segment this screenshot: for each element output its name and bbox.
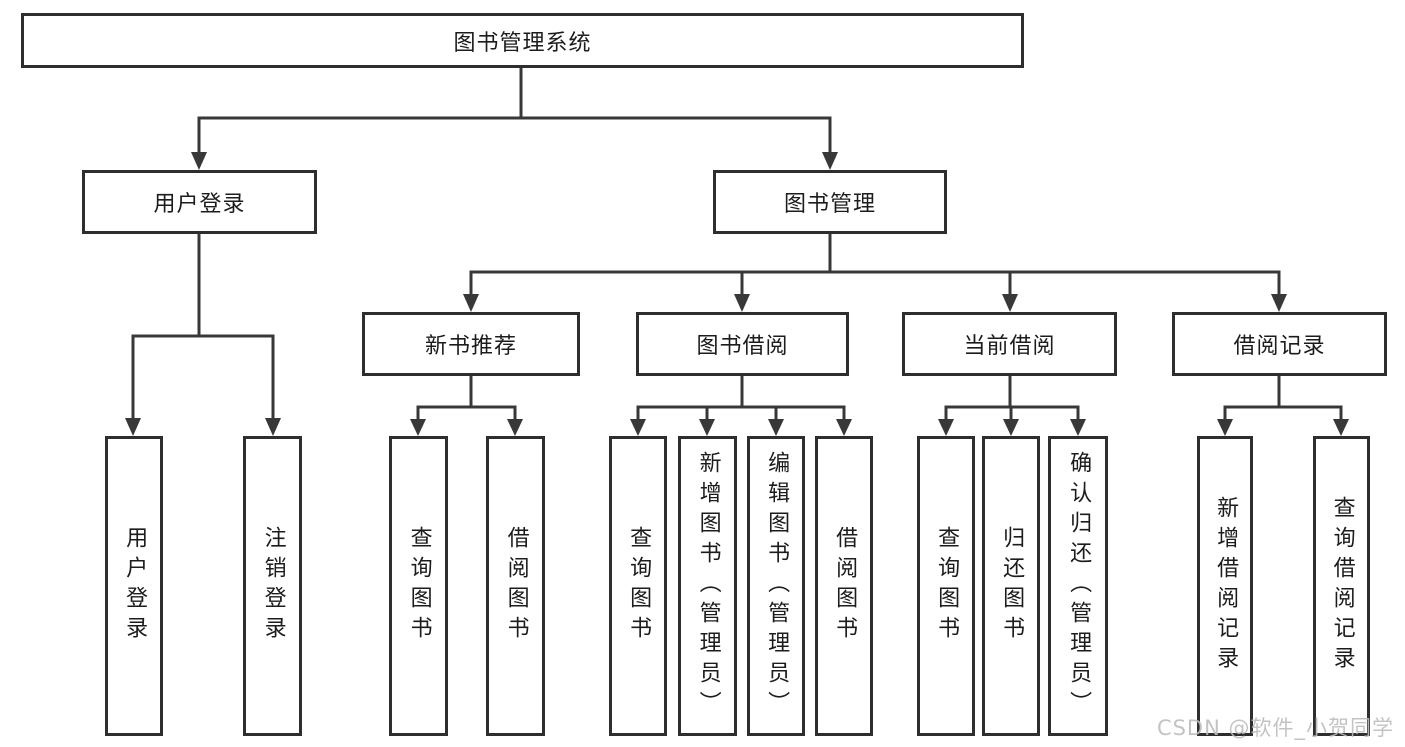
arrowhead — [1002, 294, 1018, 312]
node-br-query-record: 查询借阅记录 — [1313, 436, 1370, 736]
arrowhead — [507, 419, 523, 436]
arrowhead — [836, 419, 852, 436]
node-cb-query-books-label: 查询图书 — [934, 526, 960, 646]
arrowhead — [1217, 419, 1233, 436]
node-cb-query-books: 查询图书 — [917, 436, 975, 736]
node-bb-query-books-label: 查询图书 — [626, 526, 652, 646]
node-nbr-query-books: 查询图书 — [389, 436, 448, 736]
arrowhead — [1003, 419, 1019, 436]
node-nbr-query-books-label: 查询图书 — [406, 526, 432, 646]
node-borrowing-records: 借阅记录 — [1172, 312, 1387, 376]
node-cb-return-books-label: 归还图书 — [999, 526, 1025, 646]
connector-user-login-children — [131, 234, 275, 418]
arrowhead — [463, 294, 479, 312]
node-nbr-borrow-books: 借阅图书 — [486, 436, 545, 736]
node-current-borrowing-label: 当前借阅 — [963, 334, 1056, 359]
node-book-management: 图书管理 — [713, 170, 947, 234]
node-new-book-recommend: 新书推荐 — [362, 312, 580, 376]
arrowhead — [1271, 294, 1287, 312]
node-borrowing-records-label: 借阅记录 — [1233, 334, 1326, 359]
connector-book-management-children — [469, 234, 1281, 294]
node-cb-confirm-return-admin: 确认归还（管理员） — [1048, 436, 1108, 736]
node-logout-label: 注销登录 — [260, 526, 286, 646]
connector-borrowing-records-children — [1223, 376, 1343, 419]
arrowhead — [410, 419, 426, 436]
node-bb-borrow-books-label: 借阅图书 — [832, 526, 858, 646]
node-current-borrowing: 当前借阅 — [902, 312, 1117, 376]
arrowhead — [630, 419, 646, 436]
node-library-system: 图书管理系统 — [21, 13, 1024, 68]
connector-new-book-children — [416, 376, 517, 419]
arrowhead — [191, 152, 207, 170]
arrowhead — [734, 294, 750, 312]
node-br-add-record: 新增借阅记录 — [1197, 436, 1253, 736]
node-bb-edit-books-admin: 编辑图书（管理员） — [747, 436, 805, 736]
node-user-login: 用户登录 — [82, 170, 317, 234]
node-library-system-label: 图书管理系统 — [453, 30, 592, 56]
node-user-login-leaf-label: 用户登录 — [122, 526, 148, 646]
node-bb-add-books-admin: 新增图书（管理员） — [678, 436, 737, 736]
arrowhead — [1070, 419, 1086, 436]
arrowhead — [125, 418, 141, 436]
node-br-add-record-label: 新增借阅记录 — [1213, 496, 1239, 676]
node-bb-edit-books-admin-label: 编辑图书（管理员） — [764, 451, 790, 721]
arrowhead — [822, 152, 838, 170]
node-br-query-record-label: 查询借阅记录 — [1329, 496, 1355, 676]
node-nbr-borrow-books-label: 借阅图书 — [503, 526, 529, 646]
connector-current-borrowing-children — [944, 376, 1080, 419]
node-new-book-recommend-label: 新书推荐 — [424, 334, 517, 359]
node-bb-borrow-books: 借阅图书 — [815, 436, 873, 736]
connector-root-to-level1 — [197, 68, 832, 152]
node-cb-return-books: 归还图书 — [982, 436, 1040, 736]
arrowhead — [1333, 419, 1349, 436]
node-bb-query-books: 查询图书 — [609, 436, 667, 736]
node-book-borrowing: 图书借阅 — [636, 312, 849, 376]
arrowhead — [938, 419, 954, 436]
arrowhead — [699, 419, 715, 436]
node-user-login-leaf: 用户登录 — [105, 436, 163, 736]
connector-book-borrowing-children — [636, 376, 846, 419]
arrowhead — [768, 419, 784, 436]
node-bb-add-books-admin-label: 新增图书（管理员） — [695, 451, 721, 721]
node-cb-confirm-return-admin-label: 确认归还（管理员） — [1066, 451, 1092, 721]
node-logout: 注销登录 — [243, 436, 302, 736]
node-book-borrowing-label: 图书借阅 — [696, 334, 789, 359]
arrowhead — [265, 418, 281, 436]
node-user-login-label: 用户登录 — [153, 192, 246, 217]
node-book-management-label: 图书管理 — [783, 192, 876, 217]
